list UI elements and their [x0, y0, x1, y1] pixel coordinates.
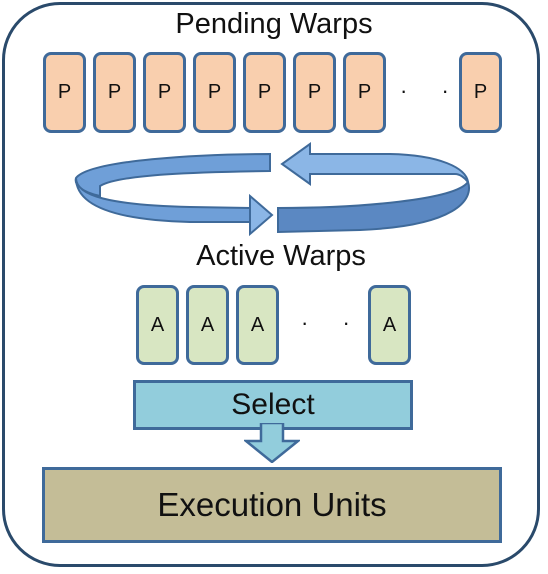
- active-warp-box: A: [368, 285, 411, 365]
- pending-warp-box: P: [459, 52, 502, 133]
- right-arrow-band: [277, 179, 470, 234]
- down-arrow-icon: [244, 423, 300, 463]
- active-warp-box: A: [136, 285, 179, 365]
- select-box: Select: [133, 380, 413, 430]
- pending-warp-box: P: [343, 52, 386, 133]
- pending-warp-box: P: [293, 52, 336, 133]
- pending-warp-box: P: [143, 52, 186, 133]
- pending-warps-title: Pending Warps: [175, 8, 373, 40]
- top-arrow-band: [74, 152, 271, 198]
- execution-units-box: Execution Units: [42, 467, 502, 543]
- pending-warp-box: P: [193, 52, 236, 133]
- active-warp-box: A: [236, 285, 279, 365]
- rotation-arrows-icon: [74, 142, 470, 237]
- bottom-arrowhead: [249, 193, 274, 237]
- pending-warp-box: P: [243, 52, 286, 133]
- pending-warp-box: P: [93, 52, 136, 133]
- pending-warp-box: P: [43, 52, 86, 133]
- active-warp-box: A: [186, 285, 229, 365]
- top-arrowhead: [280, 142, 469, 186]
- active-warps-title: Active Warps: [196, 240, 366, 272]
